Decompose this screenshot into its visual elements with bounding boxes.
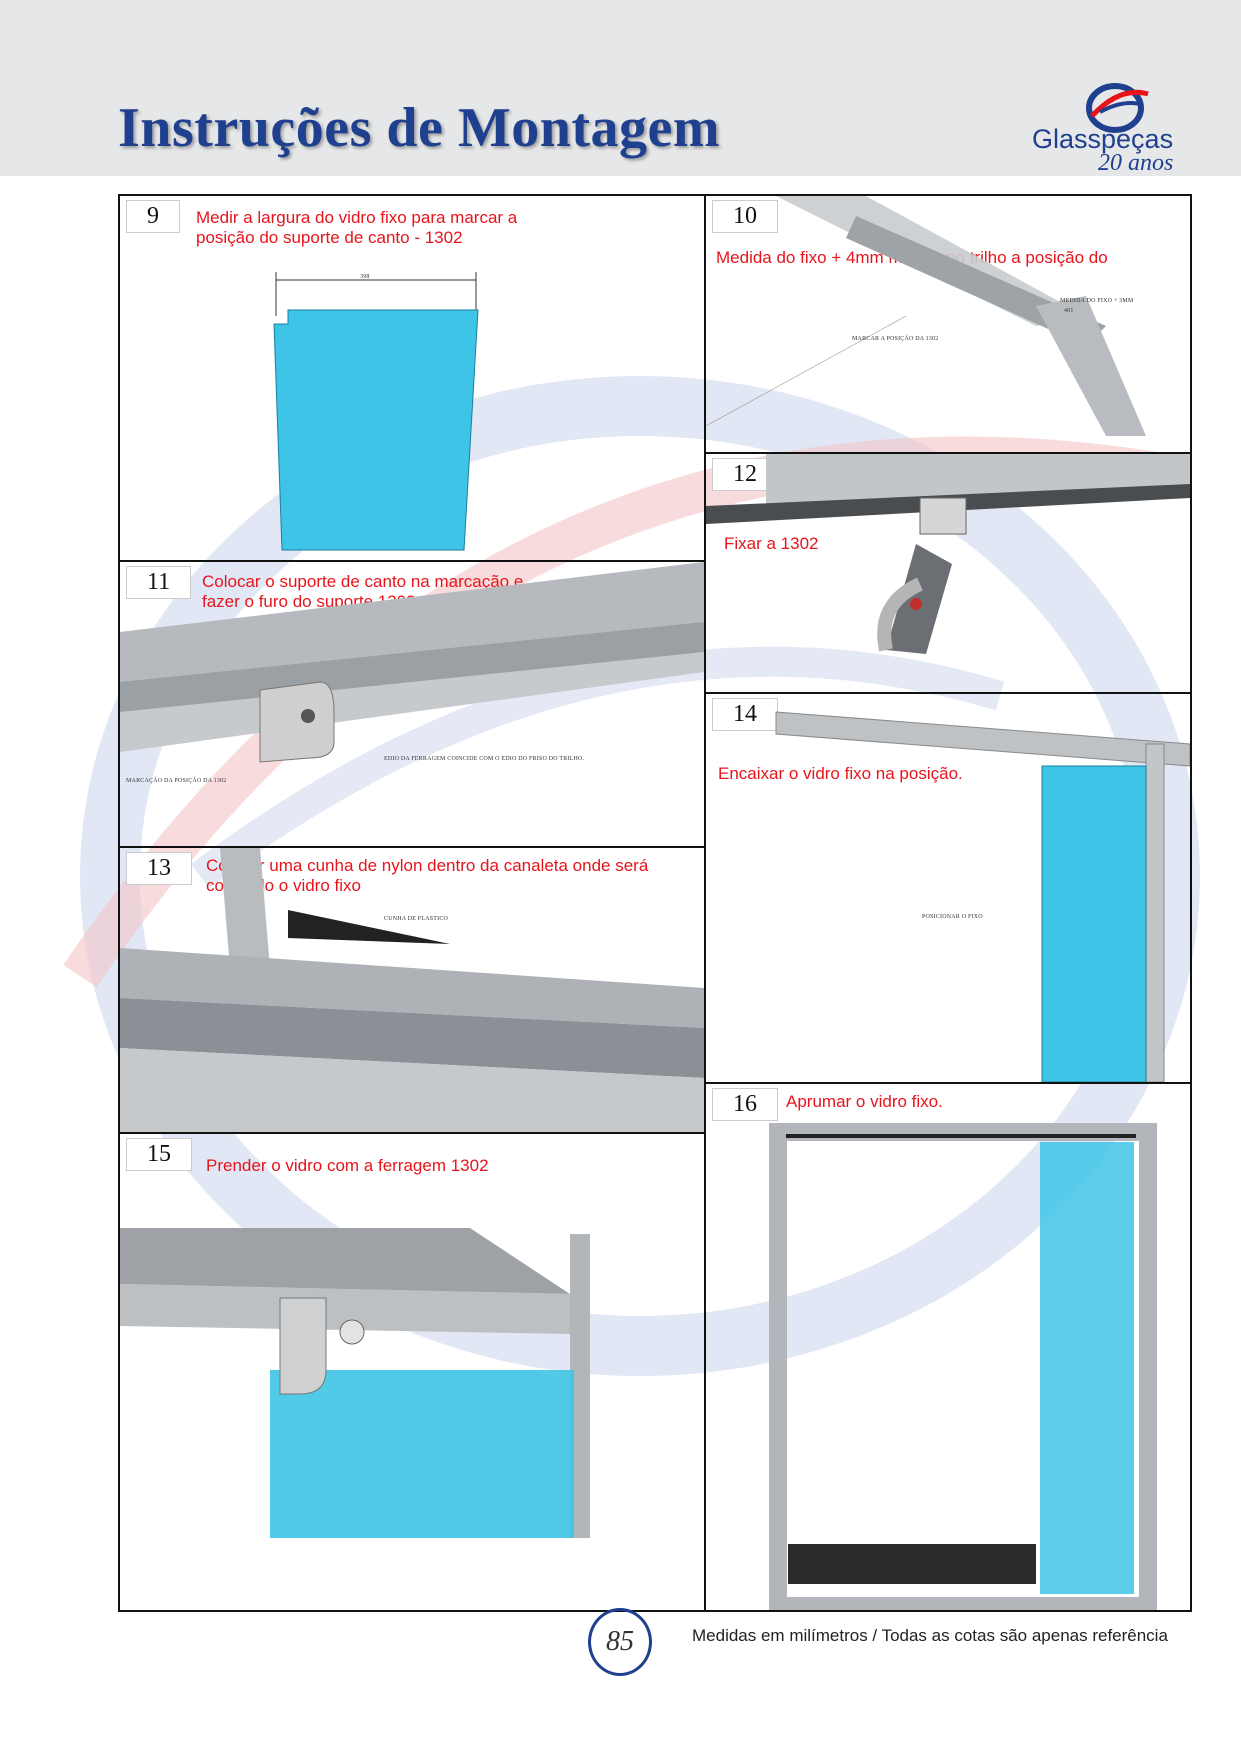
logo-wordmark: Glasspeças — [1032, 124, 1174, 154]
step-number: 15 — [126, 1138, 192, 1171]
glasspecas-swirl-logo-icon — [1086, 83, 1149, 133]
step-number: 11 — [126, 566, 192, 599]
step-panel-10: 10 Medida do fixo + 4mm marcar no trilho… — [704, 194, 1192, 454]
footer-note: Medidas em milímetros / Todas as cotas s… — [692, 1626, 1168, 1645]
step-panel-9: 9 Medir a largura do vidro fixo para mar… — [118, 194, 706, 562]
step-number: 9 — [126, 200, 180, 233]
dimension-label: 398 — [360, 274, 370, 280]
step-panel-14: 14 Encaixar o vidro fixo na posição. POS… — [704, 692, 1192, 1084]
step-caption: Prender o vidro com a ferragem 1302 — [206, 1156, 489, 1175]
plumb-glass-illustration — [769, 1123, 1157, 1610]
wedge-label: CUNHA DE PLASTICO — [384, 916, 449, 922]
step-number: 10 — [712, 200, 778, 233]
glass-measure-illustration — [273, 272, 479, 551]
step-number: 13 — [126, 852, 192, 885]
position-label: POSICIONAR O FIXO — [922, 914, 983, 920]
step-caption: Fixar a 1302 — [724, 534, 819, 553]
logo-anniversary: 20 anos — [1098, 150, 1174, 176]
step-panel-13: 13 Colocar uma cunha de nylon dentro da … — [118, 846, 706, 1134]
step-number: 16 — [712, 1088, 778, 1121]
step-caption: Encaixar o vidro fixo na posição. — [718, 764, 963, 783]
rail-label: 401 — [1064, 308, 1074, 314]
page-number: 85 — [588, 1608, 652, 1676]
step-panel-11: 11 Colocar o suporte de canto na marcaçã… — [118, 560, 706, 848]
rail-label: MARCAR A POSIÇÃO DA 1302 — [852, 336, 939, 342]
rail-label: MEDIDA DO FIXO + 3MM — [1060, 298, 1134, 304]
step-caption: Aprumar o vidro fixo. — [786, 1092, 943, 1111]
page-header — [0, 0, 1241, 176]
step-panel-15: 15 Prender o vidro com a ferragem 1302 — [118, 1132, 706, 1612]
frame-glass-illustration — [775, 711, 1190, 1082]
bracket-label: MARCAÇÃO DA POSIÇÃO DA 1302 — [126, 778, 227, 784]
drill-illustration — [706, 454, 1190, 654]
page-title: Instruções de Montagem — [118, 97, 721, 159]
bracket-label: EDIO DA FERRAGEM COINCIDE COM O EDIO DO … — [384, 756, 585, 762]
glass-clamp-illustration — [120, 1228, 590, 1538]
step-panel-16: 16 Aprumar o vidro fixo. — [704, 1082, 1192, 1612]
rail-illustration — [706, 196, 1146, 436]
step-caption: Medir a largura do vidro fixo para marca… — [196, 208, 518, 247]
nylon-wedge-illustration — [120, 848, 704, 1132]
step-panel-12: 12 Fixar a 1302 — [704, 452, 1192, 694]
step-number: 14 — [712, 698, 778, 731]
corner-bracket-illustration — [120, 562, 704, 763]
